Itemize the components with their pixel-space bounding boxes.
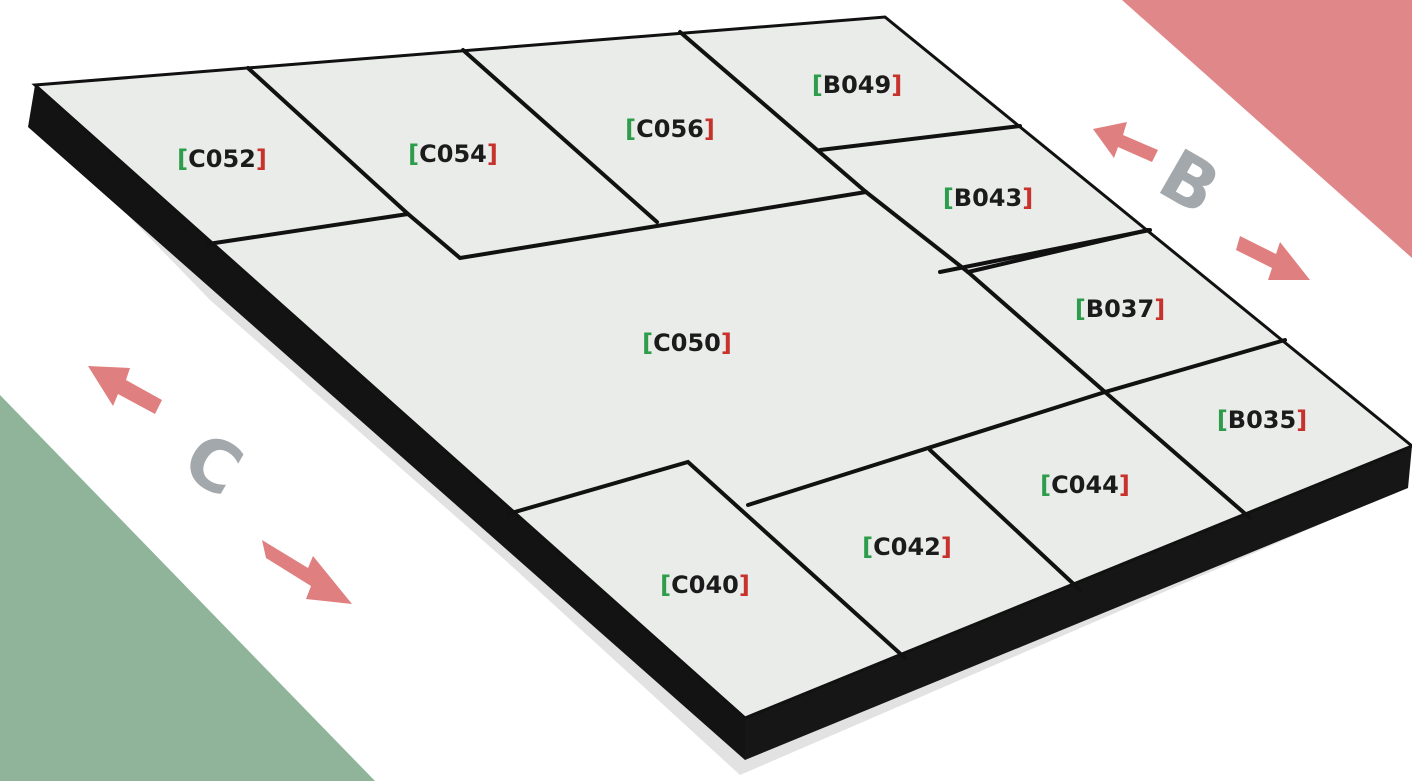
- room-label-b043: [B043]: [943, 184, 1033, 212]
- room-label-c054: [C054]: [408, 140, 498, 168]
- room-label-b035: [B035]: [1217, 406, 1307, 434]
- room-label-c042: [C042]: [862, 533, 952, 561]
- arrow-up-c-icon: [88, 366, 162, 414]
- room-label-b049: [B049]: [812, 71, 902, 99]
- slab-side-right: [745, 446, 1412, 760]
- axis-c-letter: C: [170, 416, 255, 513]
- axis-c-arrows: [88, 366, 352, 604]
- slab-top: [31, 15, 1412, 720]
- room-label-b037: [B037]: [1075, 295, 1165, 323]
- room-labels: [C052] [C054] [C056] [B049] [B043] [B037…: [177, 71, 1307, 599]
- room-label-c040: [C040]: [660, 571, 750, 599]
- axis-b-letter: B: [1146, 133, 1233, 231]
- corner-band-green: [0, 395, 375, 781]
- corner-band-red: [1122, 0, 1412, 258]
- slab-side-left: [28, 85, 745, 760]
- room-label-c052: [C052]: [177, 145, 267, 173]
- arrow-up-b-icon: [1093, 122, 1158, 162]
- arrow-down-c-icon: [262, 540, 352, 604]
- room-label-c050: [C050]: [642, 329, 732, 357]
- room-divisions: [206, 30, 1287, 660]
- axis-b-arrows: [1093, 122, 1310, 280]
- room-label-c044: [C044]: [1040, 471, 1130, 499]
- room-label-c056: [C056]: [625, 115, 715, 143]
- arrow-down-b-icon: [1236, 236, 1310, 280]
